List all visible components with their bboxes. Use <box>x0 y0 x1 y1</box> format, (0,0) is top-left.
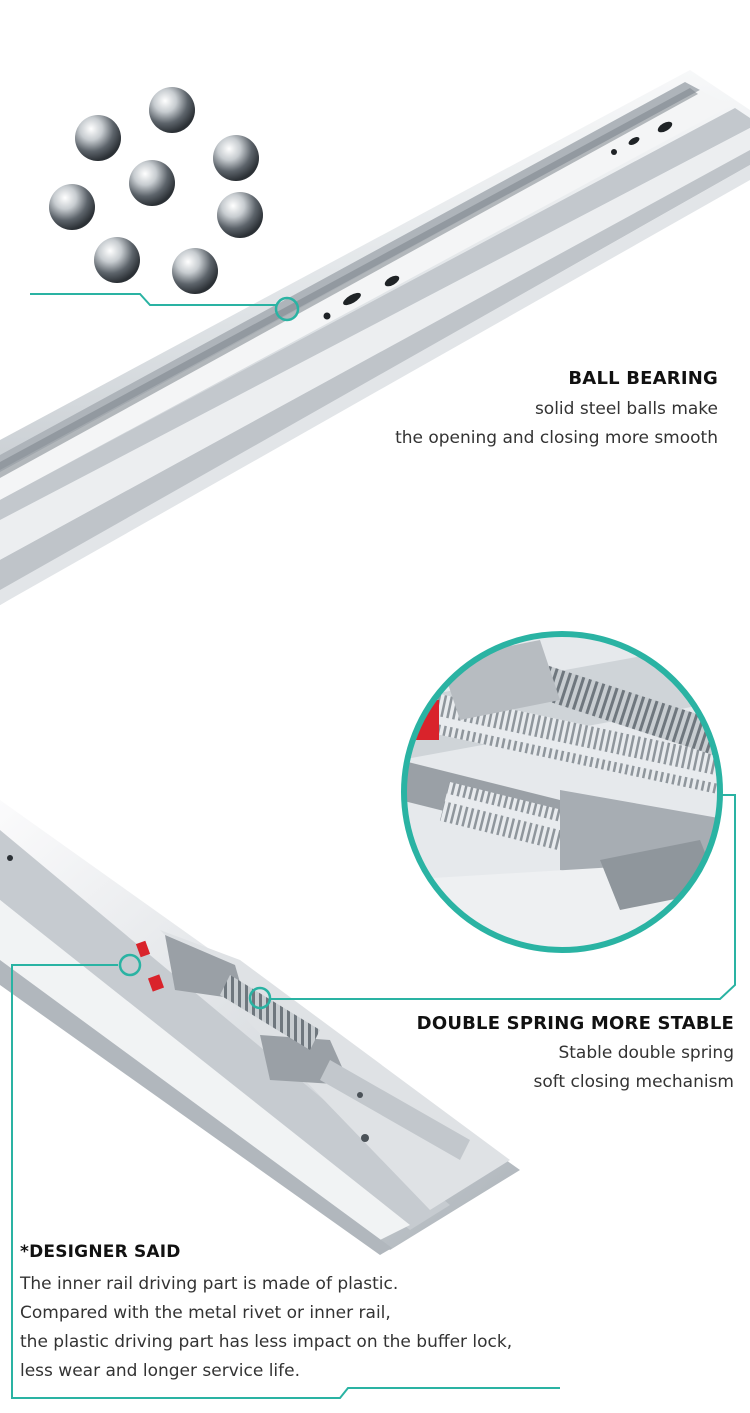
ball-bearing-title: BALL BEARING <box>568 368 718 389</box>
designer-line-3: the plastic driving part has less impact… <box>20 1332 513 1352</box>
ball-bearing-line-1: solid steel balls make <box>534 399 718 419</box>
designer-line-1: The inner rail driving part is made of p… <box>20 1274 399 1294</box>
double-spring-line-1: Stable double spring <box>558 1043 734 1063</box>
steel-ball-icon <box>213 135 259 181</box>
bottom-drawer-slide <box>0 800 520 1255</box>
steel-ball-icon <box>49 184 95 230</box>
steel-ball-icon <box>129 160 175 206</box>
steel-ball-icon <box>94 237 140 283</box>
top-drawer-slide <box>0 70 750 605</box>
callout-circle-icon <box>248 986 272 1010</box>
steel-balls-group <box>49 87 263 294</box>
steel-ball-icon <box>217 192 263 238</box>
ball-bearing-line-2: the opening and closing more smooth <box>395 428 718 448</box>
callout-circle-icon <box>118 953 142 977</box>
designer-line-2: Compared with the metal rivet or inner r… <box>20 1303 391 1323</box>
designer-callout <box>11 953 560 1399</box>
double-spring-title: DOUBLE SPRING MORE STABLE <box>416 1013 734 1034</box>
spring-callout <box>248 794 736 1010</box>
spring-zoom-view <box>401 631 723 953</box>
steel-ball-icon <box>149 87 195 133</box>
steel-ball-icon <box>75 115 121 161</box>
designer-line-4: less wear and longer service life. <box>20 1361 300 1381</box>
steel-ball-icon <box>172 248 218 294</box>
callout-circle-icon <box>274 296 300 322</box>
ball-bearing-callout <box>30 293 300 322</box>
designer-said-title: *DESIGNER SAID <box>20 1242 181 1262</box>
double-spring-line-2: soft closing mechanism <box>533 1072 734 1092</box>
